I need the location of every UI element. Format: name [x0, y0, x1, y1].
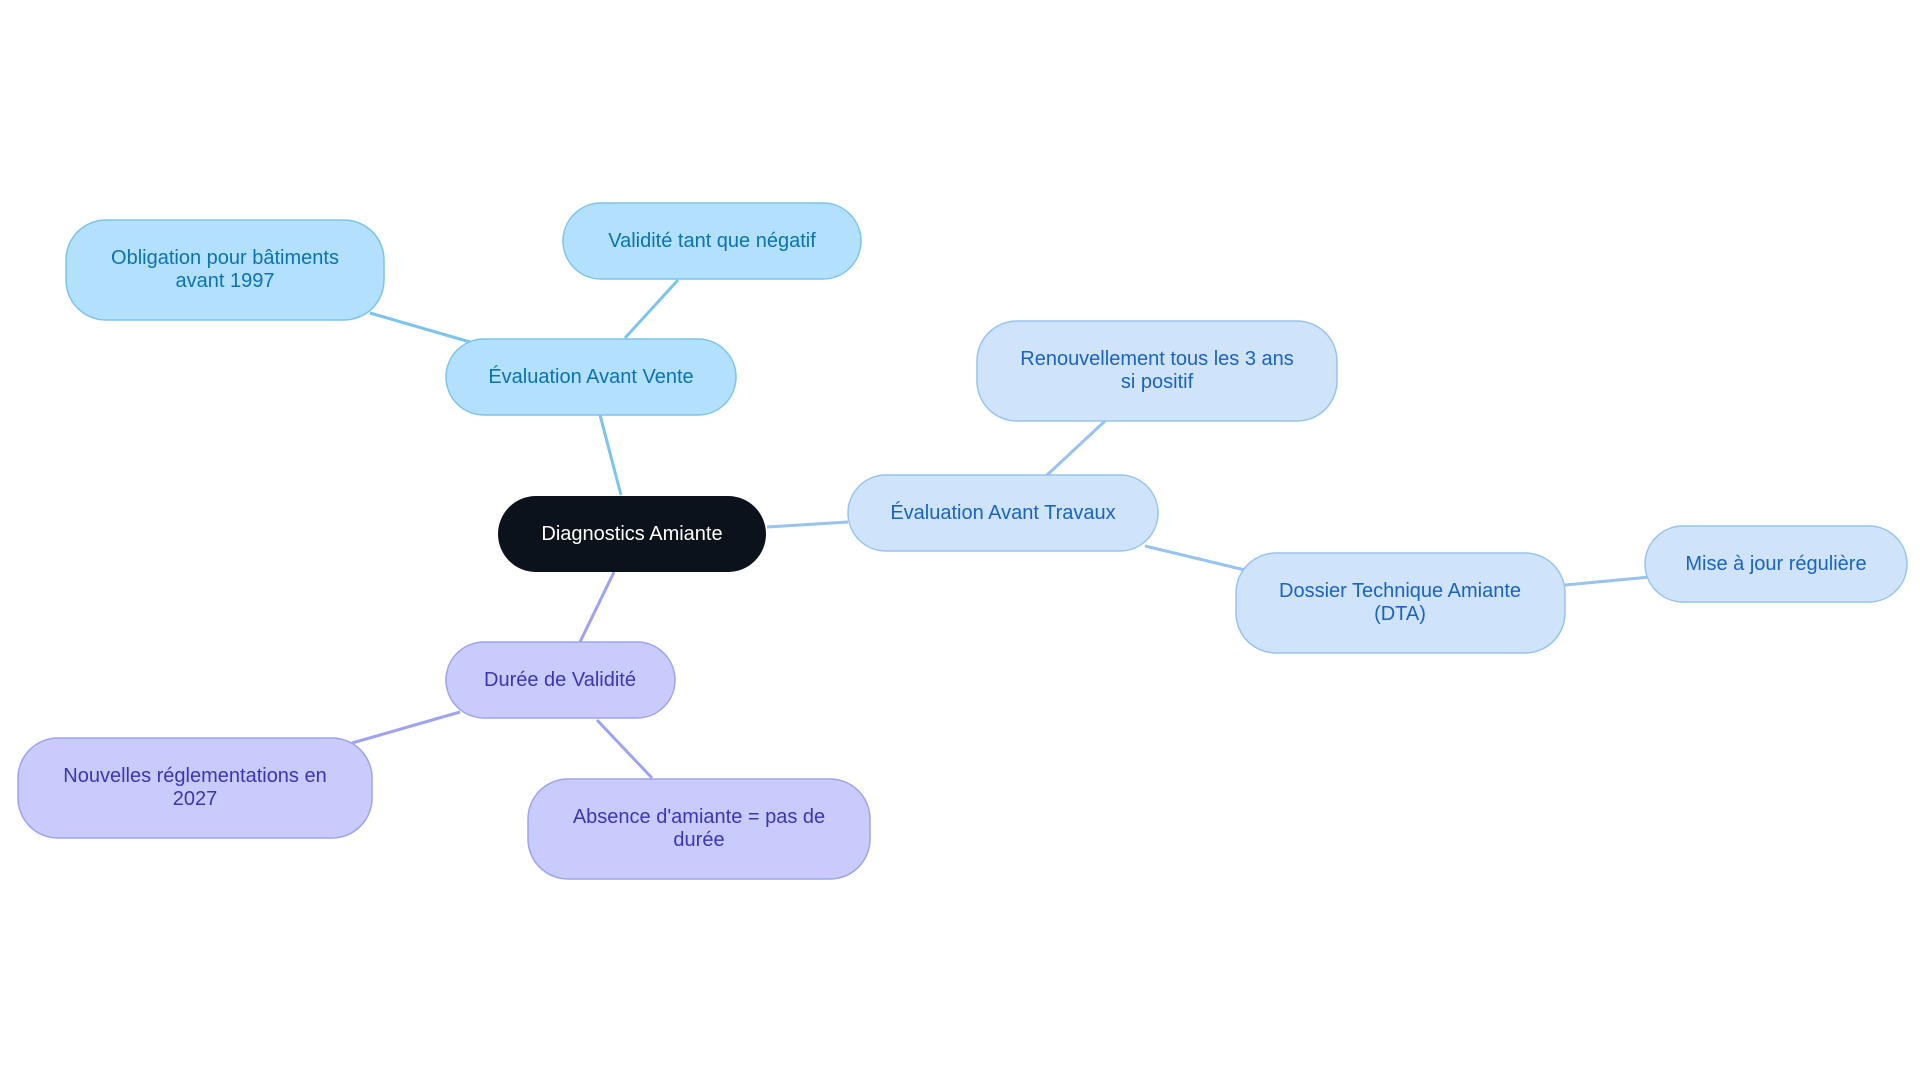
leaf-node-obligation-line-2: avant 1997: [176, 270, 275, 292]
branch-node-duree-label: Durée de Validité: [484, 669, 636, 691]
leaf-node-reglementations-box: [17, 737, 373, 839]
leaf-node-dta-box: [1235, 552, 1566, 654]
leaf-node-absence: Absence d'amiante = pas de durée: [527, 778, 871, 880]
connector-root-duree: [578, 571, 616, 643]
branch-node-vente-label: Évaluation Avant Vente: [488, 365, 693, 388]
leaf-node-dta-line-1: Dossier Technique Amiante: [1279, 580, 1521, 602]
leaf-node-validite-box: [562, 202, 862, 280]
leaf-node-mise-a-jour: Mise à jour régulière: [1644, 525, 1908, 603]
leaf-node-obligation-line-1: Obligation pour bâtiments: [111, 247, 339, 269]
leaf-node-absence-box: [527, 778, 871, 880]
leaf-node-mise-a-jour-box: [1644, 525, 1908, 603]
connector-root-travaux: [766, 520, 849, 529]
leaf-node-reglementations-line-2: 2027: [173, 788, 218, 810]
leaf-node-absence-line-2: durée: [673, 829, 724, 851]
leaf-node-dta: Dossier Technique Amiante (DTA): [1235, 552, 1566, 654]
leaf-node-validite-label: Validité tant que négatif: [608, 230, 816, 252]
connector-vente-validite: [623, 278, 680, 340]
branch-node-travaux-label: Évaluation Avant Travaux: [890, 501, 1115, 524]
branch-node-duree: Durée de Validité: [445, 641, 676, 719]
leaf-node-reglementations: Nouvelles réglementations en 2027: [17, 737, 373, 839]
connector-vente-obligation: [369, 311, 471, 344]
connector-duree-absence: [595, 718, 654, 780]
leaf-node-reglementations-line-1: Nouvelles réglementations en: [63, 765, 327, 787]
connectors: [351, 278, 1651, 780]
branch-node-vente-box: [445, 338, 737, 416]
leaf-node-renouvellement-line-2: si positif: [1121, 371, 1194, 393]
root-node: Diagnostics Amiante: [498, 496, 766, 572]
connector-root-vente: [598, 414, 623, 496]
leaf-node-renouvellement-box: [976, 320, 1338, 422]
branch-node-travaux: Évaluation Avant Travaux: [847, 474, 1159, 552]
leaf-node-validite: Validité tant que négatif: [562, 202, 862, 280]
connector-duree-reglementations: [351, 710, 461, 745]
root-node-box: [498, 496, 766, 572]
branch-node-vente: Évaluation Avant Vente: [445, 338, 737, 416]
leaf-node-obligation: Obligation pour bâtiments avant 1997: [65, 219, 385, 321]
connector-travaux-renouvellement: [1044, 419, 1107, 478]
connector-dta-mise-a-jour: [1564, 575, 1651, 587]
leaf-node-absence-line-1: Absence d'amiante = pas de: [573, 806, 825, 828]
leaf-node-obligation-box: [65, 219, 385, 321]
branch-node-duree-box: [445, 641, 676, 719]
connector-travaux-dta: [1144, 544, 1246, 572]
leaf-node-dta-line-2: (DTA): [1374, 603, 1426, 625]
leaf-node-renouvellement-line-1: Renouvellement tous les 3 ans: [1020, 348, 1294, 370]
root-node-label: Diagnostics Amiante: [541, 523, 722, 545]
branch-node-travaux-box: [847, 474, 1159, 552]
leaf-node-renouvellement: Renouvellement tous les 3 ans si positif: [976, 320, 1338, 422]
leaf-node-mise-a-jour-label: Mise à jour régulière: [1685, 553, 1866, 575]
